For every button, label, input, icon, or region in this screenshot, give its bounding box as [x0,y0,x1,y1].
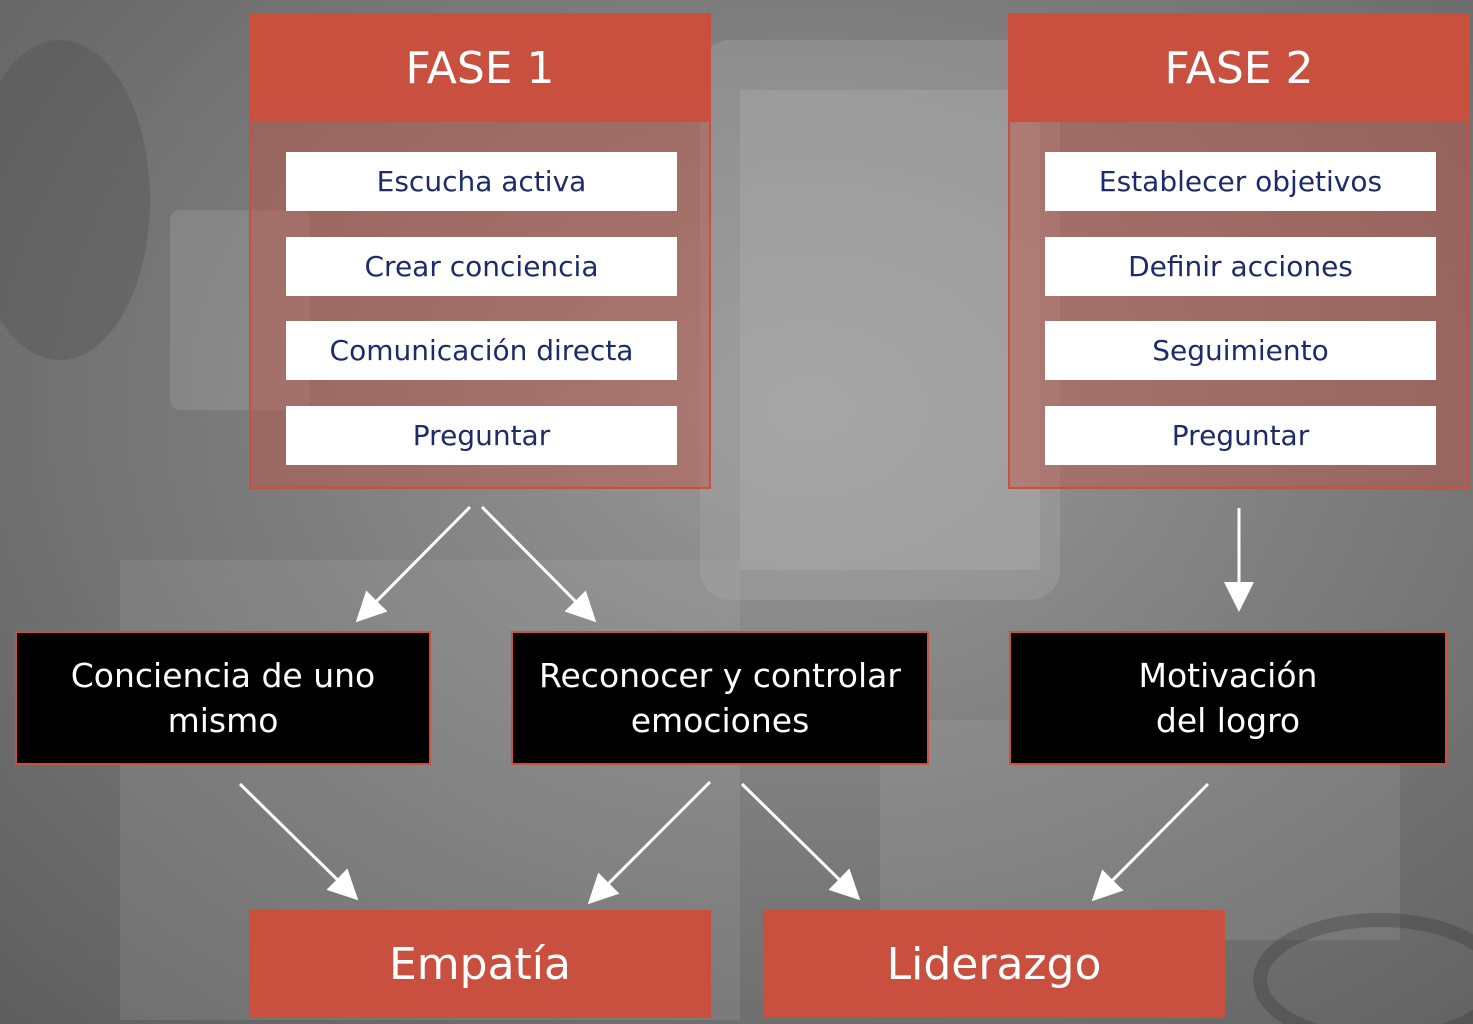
phase-1-step: Crear conciencia [286,237,677,296]
phase-2-panel: FASE 2 Establecer objetivos Definir acci… [1008,13,1470,489]
emotions-box: Reconocer y controlar emociones [511,631,929,765]
emotions-label: Reconocer y controlar emociones [539,656,901,740]
leadership-label: Liderazgo [886,938,1102,990]
phase-1-panel: FASE 1 Escucha activa Crear conciencia C… [249,13,711,489]
arrow-phase1-to-self-awareness [355,505,472,623]
motivation-label: Motivación del logro [1138,656,1318,740]
empathy-box: Empatía [249,910,711,1018]
empathy-label: Empatía [389,938,571,990]
arrow-self-awareness-to-empathy [238,782,359,901]
arrow-motivation-to-leadership [1091,782,1210,902]
arrow-emotions-to-leadership [740,782,861,901]
motivation-box: Motivación del logro [1009,631,1447,765]
self-awareness-box: Conciencia de uno mismo [15,631,431,765]
phase-2-step: Definir acciones [1045,237,1436,296]
phase-2-step: Preguntar [1045,406,1436,465]
phase-1-step: Escucha activa [286,152,677,211]
phase-1-step: Preguntar [286,406,677,465]
phase-1-step: Comunicación directa [286,321,677,380]
phase-2-step: Seguimiento [1045,321,1436,380]
arrow-phase1-to-emotions [480,505,597,623]
phase-2-title: FASE 2 [1010,15,1468,122]
self-awareness-label: Conciencia de uno mismo [70,656,376,740]
arrow-emotions-to-empathy [587,780,712,905]
leadership-box: Liderazgo [763,910,1225,1018]
phase-1-title: FASE 1 [251,15,709,122]
phase-2-step: Establecer objetivos [1045,152,1436,211]
